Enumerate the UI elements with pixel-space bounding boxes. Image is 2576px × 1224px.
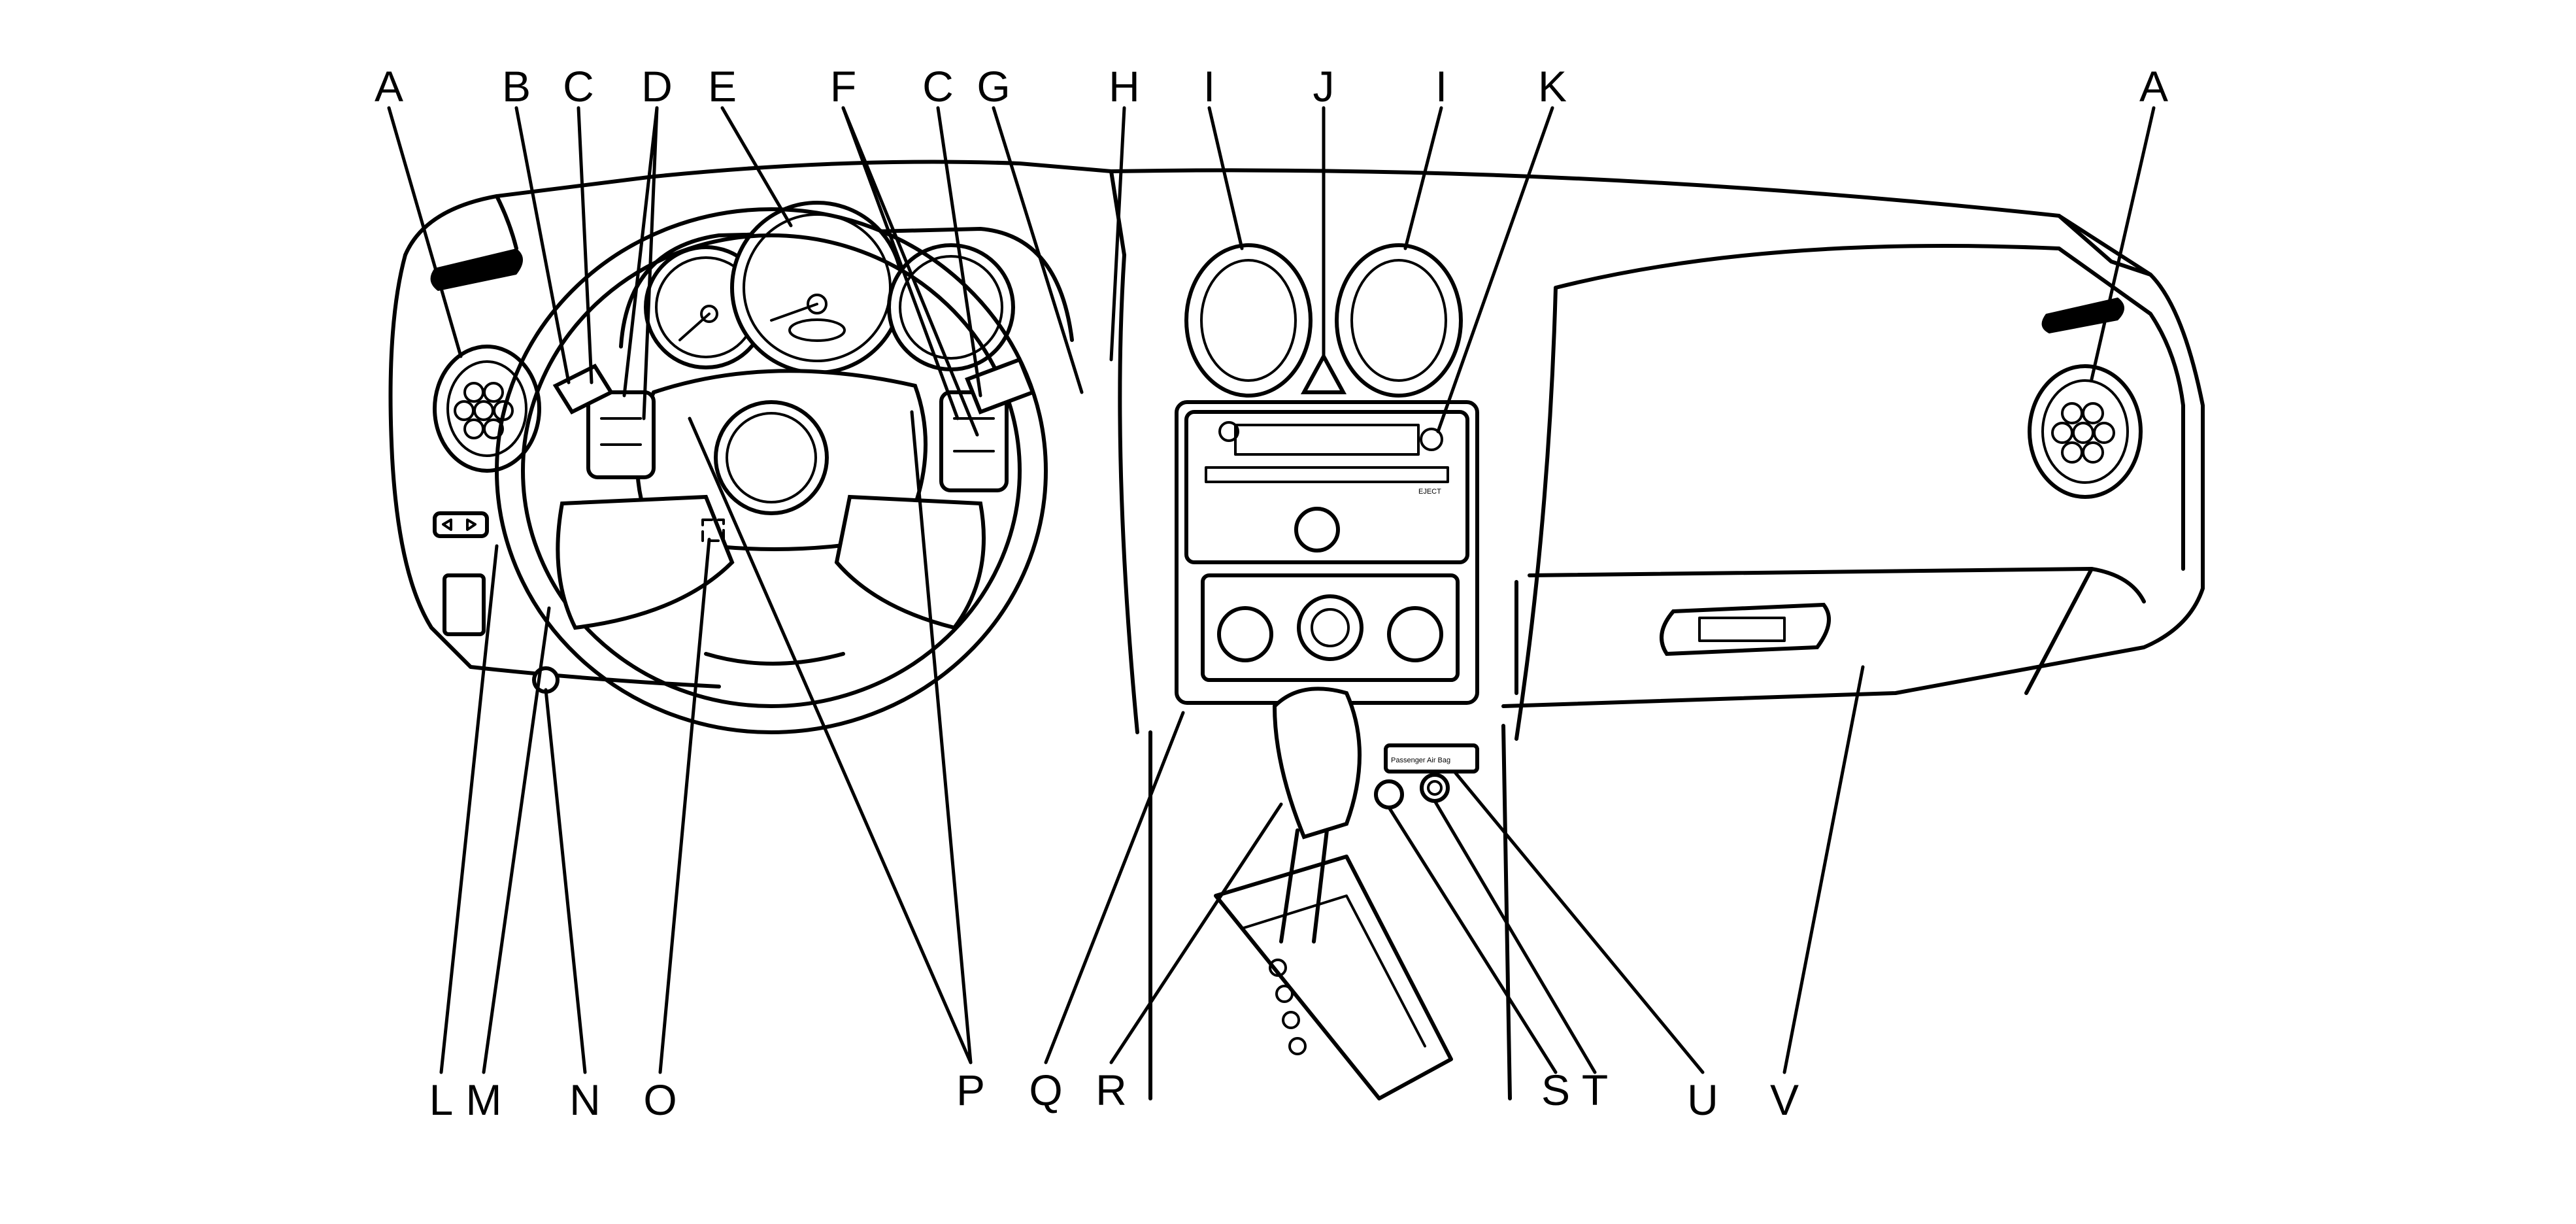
headlamp-switch [443,573,486,636]
label-l: L [429,1076,454,1124]
tachometer-hub [700,305,718,323]
label-s: S [1541,1066,1570,1114]
steering-wheel [495,207,1048,734]
vent-louver-grid [2051,402,2115,464]
climate-controls [1201,573,1460,682]
label-k: K [1538,62,1567,110]
label-n: N [569,1076,601,1124]
label-b: B [502,62,531,110]
label-r: R [1096,1066,1127,1114]
left-wheel-controls [586,390,656,479]
radio-eject-label: EJECT [1418,488,1441,496]
label-a-right: A [2139,62,2168,110]
label-u: U [1687,1076,1718,1124]
label-a-left: A [375,62,403,110]
accessory-outlet [1374,779,1404,809]
label-m: M [466,1076,502,1124]
label-o: O [643,1076,677,1124]
label-i-right: I [1435,62,1447,110]
leader-lines [387,106,2156,1074]
cruise-control-area [701,518,725,542]
label-j: J [1313,62,1335,110]
label-h: H [1109,62,1140,110]
right-air-vent [2028,298,2143,499]
label-g: G [977,62,1010,110]
center-vents [1184,243,1463,398]
speedometer-hub [807,294,828,314]
horn-pad [714,400,829,515]
label-c-right: C [922,62,954,110]
hazard-button [1300,352,1347,394]
turn-signal-lever [552,364,614,415]
label-d: D [641,62,673,110]
passenger-air-bag-status: Passenger Air Bag [1384,743,1479,774]
radio: EJECT [1184,410,1469,564]
label-f: F [830,62,856,110]
callout-labels: A B C D E F C G H I J I K A L M N O P Q … [375,62,2168,1124]
shift-console [1148,687,1512,1100]
vent-louver-grid [454,382,514,439]
passenger-air-bag-text: Passenger Air Bag [1391,756,1450,764]
traction-control-button [1420,773,1450,803]
dashboard-outline [388,160,2205,708]
label-v: V [1770,1076,1799,1124]
label-c-left: C [563,62,594,110]
label-t: T [1582,1066,1608,1114]
label-p: P [956,1066,985,1114]
instrument-cluster [619,201,1074,375]
label-i-left: I [1203,62,1215,110]
instrument-panel-brightness-control [433,511,489,538]
wiper-lever [965,357,1035,415]
label-q: Q [1029,1066,1062,1114]
glove-box [1660,602,1831,656]
shift-knob [1272,687,1362,840]
label-e: E [708,62,737,110]
